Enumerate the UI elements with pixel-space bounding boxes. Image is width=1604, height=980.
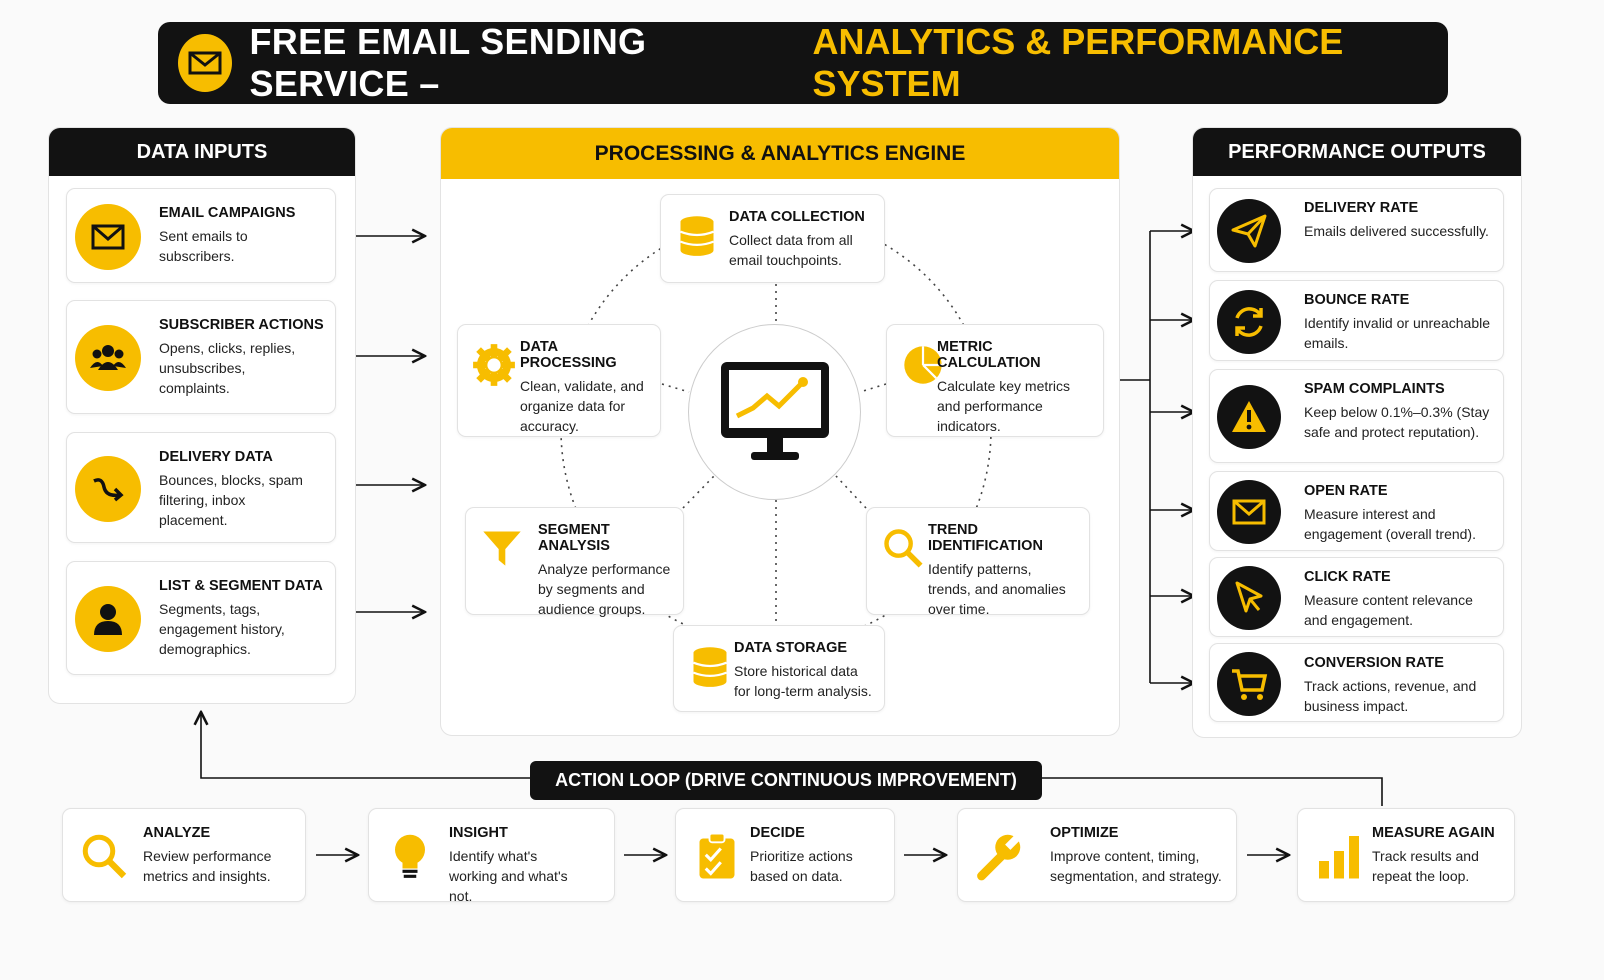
card-description: Store historical data for long-term anal… — [734, 663, 872, 699]
engine-card: SEGMENT ANALYSIS Analyze performance by s… — [465, 507, 684, 617]
card-title: DATA COLLECTION — [729, 209, 865, 225]
input-card: DELIVERY DATA Bounces, blocks, spam filte… — [66, 432, 336, 543]
envelope-icon — [178, 34, 232, 92]
envelope-icon — [75, 203, 141, 270]
card-description: Sent emails to subscribers. — [159, 228, 248, 264]
database-icon — [675, 213, 719, 263]
card-description: Analyze performance by segments and audi… — [538, 561, 671, 617]
card-description: Segments, tags, engagement history, demo… — [159, 601, 285, 657]
output-card: OPEN RATE Measure interest and engagement… — [1209, 471, 1504, 551]
card-title: SPAM COMPLAINTS — [1304, 381, 1445, 397]
clipboard-icon — [692, 831, 742, 887]
card-title: EMAIL CAMPAIGNS — [159, 205, 296, 221]
refresh-icon — [1217, 289, 1281, 354]
data-inputs-heading: DATA INPUTS — [49, 128, 355, 176]
bulb-icon — [385, 831, 435, 887]
loop-step-card: DECIDE Prioritize actions based on data. — [675, 808, 895, 902]
engine-card: DATA COLLECTION Collect data from all ema… — [660, 194, 885, 283]
outputs-heading: PERFORMANCE OUTPUTS — [1193, 128, 1521, 176]
warning-icon — [1217, 385, 1281, 449]
card-title: METRIC CALCULATION — [937, 339, 1041, 371]
output-card: BOUNCE RATE Identify invalid or unreachab… — [1209, 280, 1504, 361]
funnel-icon — [480, 526, 524, 576]
card-title: ANALYZE — [143, 825, 211, 841]
title-accent: ANALYTICS & PERFORMANCE SYSTEM — [812, 21, 1344, 104]
wrench-icon — [974, 831, 1024, 887]
card-description: Identify invalid or unreachable emails. — [1304, 315, 1491, 351]
card-title: LIST & SEGMENT DATA — [159, 578, 323, 594]
card-description: Track actions, revenue, and business imp… — [1304, 678, 1477, 714]
card-title: DELIVERY DATA — [159, 449, 273, 465]
title-banner: FREE EMAIL SENDING SERVICE – ANALYTICS &… — [158, 21, 1448, 104]
card-description: Measure interest and engagement (overall… — [1304, 506, 1476, 542]
card-description: Opens, clicks, replies, unsubscribes, co… — [159, 340, 296, 396]
card-title: CONVERSION RATE — [1304, 655, 1444, 671]
engine-card: DATA STORAGE Store historical data for lo… — [673, 625, 885, 712]
loop-step-card: OPTIMIZE Improve content, timing, segment… — [957, 808, 1237, 902]
card-description: Review performance metrics and insights. — [143, 848, 272, 884]
card-description: Emails delivered successfully. — [1304, 223, 1489, 239]
card-description: Collect data from all email touchpoints. — [729, 232, 853, 268]
users-icon — [75, 325, 141, 391]
loop-step-card: INSIGHT Identify what's working and what'… — [368, 808, 615, 904]
envelope-icon — [1217, 480, 1281, 544]
card-title: DELIVERY RATE — [1304, 200, 1419, 216]
route-icon — [75, 455, 141, 522]
card-description: Keep below 0.1%–0.3% (Stay safe and prot… — [1304, 404, 1490, 440]
input-card: SUBSCRIBER ACTIONS Opens, clicks, replies… — [66, 300, 336, 414]
input-card: LIST & SEGMENT DATA Segments, tags, engag… — [66, 561, 336, 675]
loop-step-card: MEASURE AGAIN Track results and repeat th… — [1297, 808, 1515, 902]
search-icon — [881, 526, 925, 576]
card-description: Track results and repeat the loop. — [1372, 848, 1479, 884]
card-description: Improve content, timing, segmentation, a… — [1050, 848, 1222, 884]
search-icon — [79, 831, 129, 887]
card-description: Clean, validate, and organize data for a… — [520, 378, 644, 434]
database-icon — [688, 644, 732, 694]
card-description: Identify what's working and what's not. — [449, 848, 568, 904]
gear-icon — [472, 343, 516, 393]
card-title: CLICK RATE — [1304, 569, 1391, 585]
card-title: DATA PROCESSING — [520, 339, 617, 371]
paper-plane-icon — [1217, 199, 1281, 263]
cart-icon — [1217, 651, 1281, 716]
action-loop-label: ACTION LOOP (DRIVE CONTINUOUS IMPROVEMEN… — [530, 761, 1042, 800]
pie-icon — [901, 343, 945, 393]
card-title: INSIGHT — [449, 825, 508, 841]
card-title: BOUNCE RATE — [1304, 292, 1410, 308]
card-title: SEGMENT ANALYSIS — [538, 522, 610, 554]
card-title: OPEN RATE — [1304, 483, 1388, 499]
card-title: SUBSCRIBER ACTIONS — [159, 317, 324, 333]
loop-step-card: ANALYZE Review performance metrics and in… — [62, 808, 306, 902]
card-title: DATA STORAGE — [734, 640, 848, 656]
output-card: CLICK RATE Measure content relevance and … — [1209, 557, 1504, 637]
card-description: Identify patterns, trends, and anomalies… — [928, 561, 1066, 617]
card-title: DECIDE — [750, 825, 805, 841]
title-main: FREE EMAIL SENDING SERVICE – — [249, 21, 647, 104]
input-card: EMAIL CAMPAIGNS Sent emails to subscriber… — [66, 188, 336, 283]
card-description: Measure content relevance and engagement… — [1304, 592, 1473, 628]
card-title: OPTIMIZE — [1050, 825, 1119, 841]
engine-card: METRIC CALCULATION Calculate key metrics … — [886, 324, 1104, 437]
user-icon — [75, 586, 141, 652]
card-title: TREND IDENTIFICATION — [928, 522, 1043, 554]
cursor-icon — [1217, 566, 1281, 630]
analytics-monitor-icon — [688, 324, 861, 500]
engine-card: DATA PROCESSING Clean, validate, and orga… — [457, 324, 661, 437]
bars-icon — [1314, 831, 1364, 887]
card-description: Bounces, blocks, spam filtering, inbox p… — [159, 472, 303, 528]
output-card: DELIVERY RATE Emails delivered successful… — [1209, 188, 1504, 272]
output-card: CONVERSION RATE Track actions, revenue, a… — [1209, 643, 1504, 722]
engine-card: TREND IDENTIFICATION Identify patterns, t… — [866, 507, 1090, 617]
card-description: Prioritize actions based on data. — [750, 848, 853, 884]
card-description: Calculate key metrics and performance in… — [937, 378, 1071, 434]
output-card: SPAM COMPLAINTS Keep below 0.1%–0.3% (Sta… — [1209, 369, 1504, 463]
engine-heading: PROCESSING & ANALYTICS ENGINE — [441, 128, 1119, 179]
card-title: MEASURE AGAIN — [1372, 825, 1495, 841]
